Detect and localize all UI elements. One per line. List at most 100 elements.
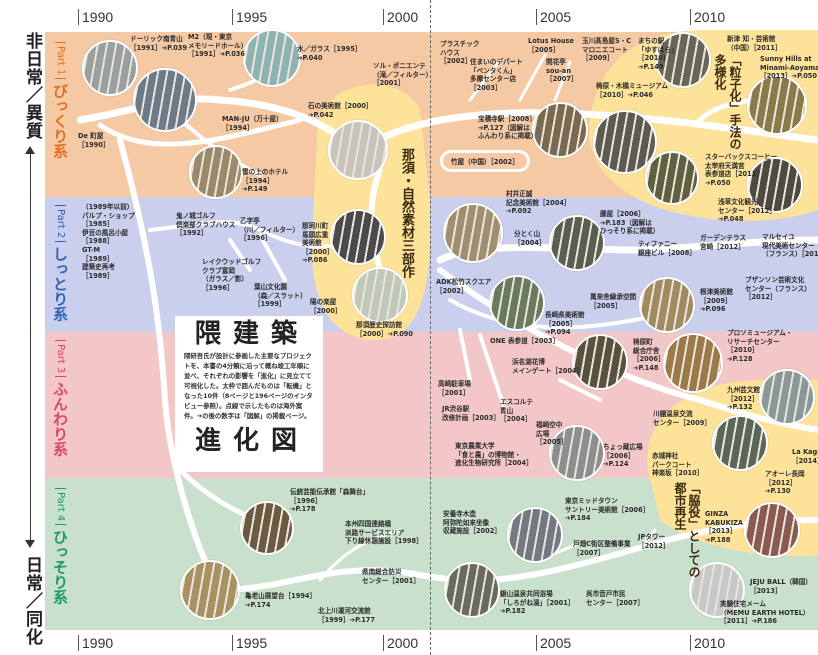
project-photo-circle [330,209,386,265]
project-label: De 町屋 ［1990］ [78,132,110,149]
theme-nasu: 那須・自然素材三部作 [399,148,414,278]
year-tick: 1990 [78,9,113,25]
project-photo-circle [549,425,605,481]
project-label: 亀老山展望台［1994］ ➔P.174 [245,592,317,609]
title-description: 隈研吾氏が設計に参画した主要なプロジェクトを、本書の4分類に沿って概ね竣工年順に… [184,352,313,420]
project-label: 浜名湖花博 メインゲート［2004］ [512,358,584,375]
project-pill-chikuya: 竹屋（中国）［2002］ [440,150,530,172]
project-label: Lotus House ［2005］ [528,37,574,54]
part3-label: Part 3ふんわり系 [50,340,71,456]
project-label: 陽の楽屋 ［2000］ [310,298,342,315]
project-photo-circle [572,334,628,390]
project-photo-circle [443,203,503,263]
project-label: 高崎駐車場 ［2001］ [438,380,471,397]
project-photo-circle [689,562,745,618]
year-tick: 2000 [383,635,418,651]
project-photo-circle [663,333,723,393]
project-label: 福崎空中 広場 ［2005］ [536,421,568,447]
year-tick: 2000 [383,9,418,25]
project-label: 宝積寺駅［2008］ ➔P.127（図解は ふんわり系に掲載） [478,115,538,141]
project-label: 呉市音戸市民 センター［2007］ [586,590,644,607]
project-label: JR渋谷駅 改修計画［2003］ [442,405,500,422]
project-photo-circle [240,501,294,555]
project-label: レイクウッドゴルフ クラブ富岡 （ガラス／影） ［1996］ [202,258,262,292]
project-label: ADK松竹スクエア ［2002］ [436,278,492,295]
project-label: 葉山文化園 （森／スラット） ［1999］ [254,283,307,309]
project-label: ちょっ蔵広場 ［2006］ ➔P.124 [603,443,643,469]
project-label: 石の美術館［2000］ ➔P.042 [308,102,373,119]
project-label: La Kagu ［2014］ [792,448,818,465]
dashed-divider-2000s [430,0,431,655]
project-label: （1989年以前） パルプ・ショップ ［1985］ 伊豆の風呂小屋 ［1988］… [82,203,135,280]
axis-label-extraordinary: 非日常／異質 [22,32,42,140]
project-photo-circle [744,502,800,558]
project-label: 乙字亭 （川／フィルター） ［1996］ [240,217,300,243]
project-label: 那須歴史探訪館 ［2000］➔P.090 [356,321,413,338]
project-label: M2（現・東京 メモリードホール） ［1991］➔P.036 [188,33,248,59]
project-photo-circle [352,267,408,323]
theme-urban: 「脇役」としての 都市再生 [673,482,701,578]
project-photo-circle [712,415,768,471]
title-bottom: 進化図 [194,426,309,456]
project-label: マルセイユ 現代美術センター （フランス）［2013］ [762,233,818,259]
project-label: エスコルテ 青山 ［2004］ [500,398,533,424]
project-label: 梼原町 総合庁舎 ［2006］ ➔P.148 [633,338,665,372]
project-photo-circle [655,32,711,88]
year-tick: 2010 [690,9,725,25]
project-label: JPタワー ［2012］ [638,533,670,550]
project-label: 安養寺木造 阿弥陀如来坐像 収蔵施設［2002］ [443,510,501,536]
project-photo-circle [747,157,803,213]
project-label: 戸畑C街区整備事業 ［2007］ [573,540,631,557]
year-tick: 2005 [536,9,571,25]
project-label: 本州四国連絡橋 淡路サービスエリア 下り線休憩施設［1998］ [345,520,423,546]
project-label: 赤城神社 パークコート 神楽坂［2010］ [652,452,704,478]
project-label: 長崎県美術館 ［2005］ ➔P.094 [545,311,585,337]
project-label: Sunny Hills at Minami-Aoyama ［2013］➔P.05… [760,55,818,81]
year-tick: 1990 [78,635,113,651]
project-label: プラスチック ハウス ［2002］ [440,40,480,66]
project-label: JEJU BALL（韓国） ［2013］ [750,578,812,595]
axis-label-ordinary: 日常／同化 [22,556,42,646]
project-label: 水／ガラス［1995］ ➔P.040 [297,45,362,62]
year-tick: 1995 [232,635,267,651]
project-label: 村井正誠 記念美術館［2004］ ➔P.092 [506,190,571,216]
project-photo-circle [645,151,699,205]
project-label: MAN-JU（万十屋） ［1994］ [222,115,283,132]
project-label: 住まいのデパート 「ペンタくん」 多摩センター店 ［2003］ [470,58,523,92]
project-label: 九州芸文館 ［2012］ ➔P.132 [727,386,760,412]
project-label: ティファニー 銀座ビル［2008］ [638,240,696,257]
project-label: まちの駅 「ゆすはら」 ［2010］ ➔P.149 [638,37,678,71]
project-photo-circle [133,68,197,132]
project-photo-circle [747,75,807,135]
project-photo-circle [549,215,605,271]
project-label: 梼原・木橋ミュージアム ［2010］➔P.046 [596,82,668,99]
project-photo-circle [532,102,588,158]
project-label: 玉川髙島屋S・C マロニエコート ［2009］ [582,37,632,63]
project-label: ソル・ポニエンテ （滝／フィルター） ［2001］ [373,62,433,88]
project-label: 銀山温泉共同浴場 「しろがね湯」［2001］ ➔P.182 [500,590,575,616]
year-tick: 2010 [690,635,725,651]
project-label: 雪の上のホテル ［1994］ ➔P.149 [242,168,289,194]
project-label: 東京ミッドタウン サントリー美術館［2006］ ➔P.184 [565,497,650,523]
project-label: 県南総合防災 センター［2001］ [362,568,420,585]
project-label: 藤屋［2006］ ➔P.183（図解は ひっそり系に掲載） [600,210,660,236]
project-photo-circle [489,275,545,331]
project-label: ドーリック南青山 ［1991］➔P.039 [130,35,187,52]
project-label: 開花亭 sou-an ［2007］ [546,58,578,84]
project-label: 根津美術館 ［2009］ ➔P.096 [700,288,733,314]
theme-particle: 「粒子化」手法の 多様化 [713,54,742,150]
project-label: 萬來舎縁承空間 ［2005］ [590,293,637,310]
project-label: アオーレ長岡 ［2012］ ➔P.130 [765,470,805,496]
part4-label: Part 4ひっそり系 [50,488,71,604]
project-label: 北上川運河交流館 ［1999］➔P.177 [318,607,375,624]
timeline-axis-bottom: 1990 1995 2000 2005 2010 [0,630,818,655]
project-label: 新津 知・芸術館 （中国）［2011］ [727,35,782,52]
timeline-axis-top: 1990 1995 2000 2005 2010 [0,0,818,32]
project-label: GINZA KABUKIZA ［2013］ ➔P.188 [705,510,744,544]
project-photo-circle [189,145,243,199]
project-photo-circle [180,560,240,620]
project-photo-circle [759,369,815,425]
project-label: 分とく山 ［2004］ [514,230,546,247]
part1-label: Part 1びっくり系 [50,42,71,158]
project-photo-circle [328,120,388,180]
